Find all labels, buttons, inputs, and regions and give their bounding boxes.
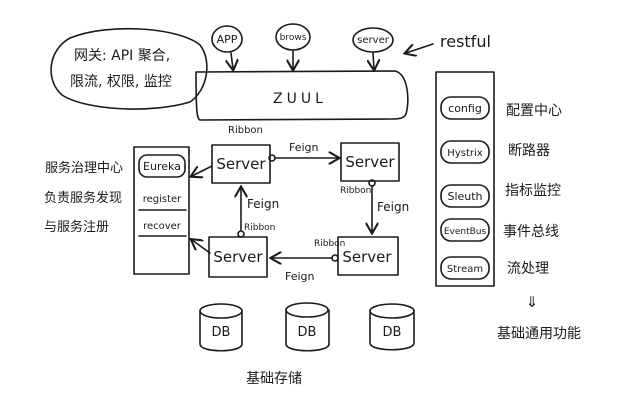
- registry-note-line2: 负责服务发现: [44, 190, 122, 206]
- feign-bottom-label: Feign: [285, 270, 315, 283]
- component-sleuth-name: Sleuth: [447, 190, 482, 203]
- ribbon-right-label: Ribbon: [340, 186, 371, 196]
- component-stream-name: Stream: [447, 264, 483, 275]
- restful-label: restful: [440, 32, 491, 51]
- component-sleuth-desc: 指标监控: [505, 183, 561, 199]
- service-top-left-label: Server: [216, 155, 266, 173]
- component-eventbus-desc: 事件总线: [503, 224, 559, 240]
- registry-panel: Eureka register recover: [133, 146, 190, 275]
- components-panel: config 配置中心 Hystrix 断路器 Sleuth 指标监控 Even…: [435, 71, 562, 287]
- service-top-left: Server: [211, 144, 271, 184]
- feign-top-label: Feign: [289, 141, 319, 154]
- client-app: APP: [211, 25, 243, 53]
- database-caption: 基础存储: [246, 370, 302, 387]
- component-hystrix-desc: 断路器: [508, 143, 550, 159]
- gateway-note: 网关: API 聚合, 限流, 权限, 监控: [50, 27, 208, 110]
- client-browser-label: brows: [280, 33, 307, 43]
- service-bottom-left-label: Server: [213, 248, 263, 266]
- registry-note-line3: 与服务注册: [44, 219, 109, 235]
- ribbon-left-node: [237, 230, 245, 238]
- registry-note-line1: 服务治理中心: [45, 160, 123, 176]
- registry-register: register: [143, 194, 182, 205]
- server-to-zuul-arrow: [373, 52, 374, 69]
- feign-right-label: Feign: [377, 200, 409, 214]
- component-stream: Stream 流处理: [440, 256, 549, 280]
- zuul-label: ZUUL: [273, 91, 327, 107]
- service-bottom-right-label: Server: [342, 248, 392, 266]
- gateway-note-line2: 限流, 权限, 监控: [70, 74, 172, 90]
- database-2-label: DB: [298, 325, 317, 340]
- database-3: DB: [369, 303, 415, 351]
- zuul-gateway: ZUUL: [195, 70, 409, 121]
- component-stream-desc: 流处理: [507, 261, 549, 277]
- ribbon-bottom-node: [331, 254, 339, 262]
- server-to-registry-top-arrow: [192, 165, 213, 176]
- client-browser: brows: [275, 23, 311, 51]
- database-1: DB: [199, 303, 243, 352]
- component-sleuth: Sleuth 指标监控: [440, 183, 561, 208]
- database-2: DB: [285, 302, 330, 352]
- client-server: server: [352, 27, 394, 53]
- components-caption: 基础通用功能: [497, 325, 581, 342]
- registry-eureka: Eureka: [143, 160, 181, 173]
- service-bottom-right: Server: [337, 236, 399, 276]
- component-config: config 配置中心: [440, 96, 562, 120]
- components-down-arrow: ⇓: [526, 293, 539, 311]
- service-bottom-left: Server: [208, 236, 268, 278]
- database-3-label: DB: [383, 325, 402, 340]
- server-to-registry-bottom-arrow: [192, 240, 211, 254]
- feign-left-label: Feign: [247, 197, 279, 211]
- client-server-label: server: [357, 35, 390, 46]
- gateway-note-line1: 网关: API 聚合,: [74, 48, 170, 64]
- client-app-label: APP: [217, 33, 238, 46]
- component-hystrix: Hystrix 断路器: [440, 140, 550, 164]
- component-eventbus-name: EventBus: [444, 227, 487, 237]
- database-1-label: DB: [212, 325, 231, 340]
- app-to-zuul-arrow: [231, 52, 233, 69]
- service-top-right: Server: [340, 142, 400, 182]
- registry-note: 服务治理中心 负责服务发现 与服务注册: [44, 160, 123, 235]
- ribbon-top-label: Ribbon: [228, 125, 263, 136]
- component-config-name: config: [448, 102, 482, 115]
- restful-arrow: [406, 43, 434, 53]
- component-hystrix-name: Hystrix: [447, 148, 482, 159]
- component-config-desc: 配置中心: [506, 103, 562, 119]
- component-eventbus: EventBus 事件总线: [440, 218, 559, 242]
- service-top-right-label: Server: [345, 153, 395, 171]
- ribbon-left-label: Ribbon: [244, 223, 275, 233]
- ribbon-bottom-label: Ribbon: [314, 239, 345, 249]
- registry-recover: recover: [143, 221, 182, 232]
